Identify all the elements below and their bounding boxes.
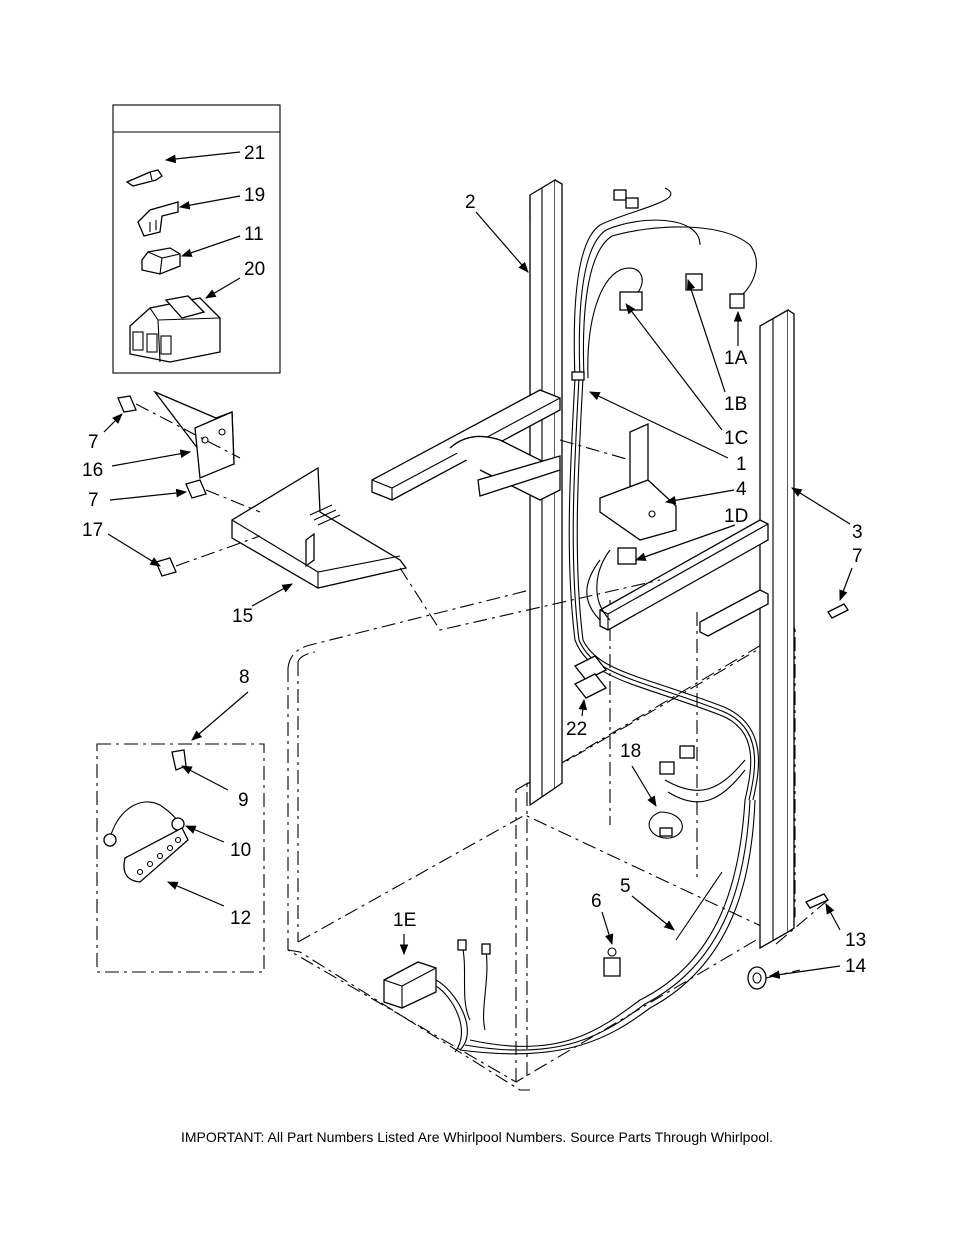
alignment-lines [135, 403, 829, 979]
mounting-plate [153, 390, 235, 479]
callout-2: 2 [465, 192, 476, 213]
right-upright-rail [759, 308, 795, 950]
callout-6: 6 [591, 891, 602, 912]
callout-7-middle: 7 [88, 490, 99, 511]
callout-1E: 1E [393, 910, 416, 931]
drain-hose [675, 871, 723, 941]
harness-connectors [571, 189, 745, 775]
control-bracket [231, 466, 408, 589]
callout-18: 18 [620, 741, 641, 762]
ground-strap-inset [96, 743, 265, 973]
cabinet-frame-outline [287, 589, 796, 1091]
upper-cross-brace [371, 389, 561, 501]
connector-parts-inset [112, 104, 281, 374]
callout-10: 10 [230, 840, 251, 861]
bottom-connector [383, 939, 491, 1053]
harness-clamp [603, 947, 621, 977]
callout-3: 3 [852, 522, 863, 543]
callout-9: 9 [238, 790, 249, 811]
screws-left [117, 395, 207, 577]
callout-7-right: 7 [852, 546, 863, 567]
footer-note: IMPORTANT: All Part Numbers Listed Are W… [180, 1129, 774, 1145]
callout-14: 14 [845, 956, 867, 977]
callout-13: 13 [845, 930, 866, 951]
callout-1B: 1B [724, 394, 747, 415]
callout-11: 11 [244, 224, 264, 245]
callout-20: 20 [244, 259, 265, 280]
callout-16: 16 [82, 460, 103, 481]
callout-4: 4 [736, 479, 747, 500]
inset-leader-lines [164, 151, 241, 299]
mounting-hardware [747, 603, 849, 990]
callout-labels: 21 19 11 20 2 1A 1B 1C 1 4 1D 3 7 7 16 7… [82, 143, 867, 977]
callout-15: 15 [232, 606, 253, 627]
callout-1A: 1A [724, 348, 748, 369]
callout-1: 1 [736, 454, 747, 475]
callout-17: 17 [82, 520, 103, 541]
lower-cross-brace [599, 519, 769, 637]
callout-12: 12 [230, 908, 251, 929]
callout-21: 21 [244, 143, 265, 164]
callout-7-upper: 7 [88, 432, 99, 453]
callout-1D: 1D [724, 506, 748, 527]
insulator-pads [573, 655, 608, 699]
terminal-bracket [599, 422, 677, 541]
callout-1C: 1C [724, 428, 748, 449]
callout-5: 5 [620, 876, 631, 897]
tie-strap [648, 811, 683, 839]
leader-lines [103, 211, 853, 979]
main-wiring-harness [459, 187, 759, 1055]
callout-19: 19 [244, 185, 265, 206]
callout-8: 8 [239, 667, 250, 688]
callout-22: 22 [566, 719, 587, 740]
